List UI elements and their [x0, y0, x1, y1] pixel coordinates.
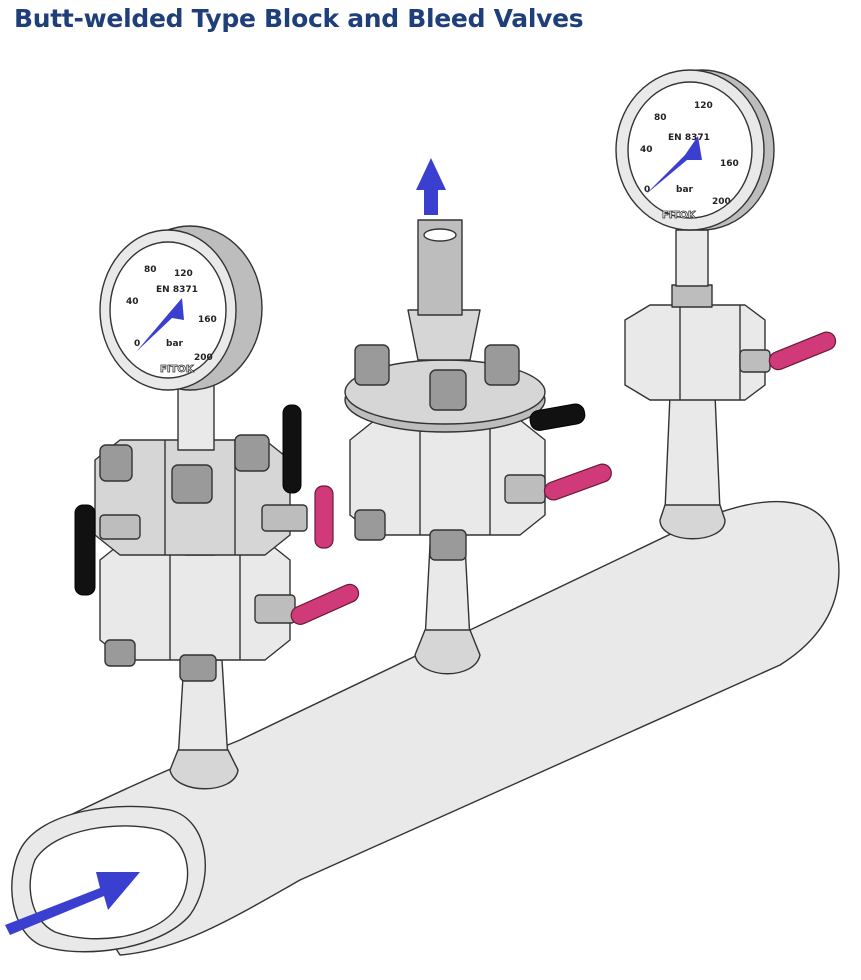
svg-text:bar: bar [676, 185, 694, 195]
svg-text:0: 0 [644, 185, 650, 195]
svg-text:120: 120 [694, 101, 713, 111]
left-pressure-gauge: 0 40 80 120 160 200 EN 8371 bar FITOK [99, 225, 263, 391]
right-pressure-gauge: 0 40 80 120 160 200 EN 8371 bar FITOK [615, 69, 775, 231]
svg-text:FITOK: FITOK [160, 364, 195, 375]
svg-text:0: 0 [134, 339, 140, 349]
svg-text:EN 8371: EN 8371 [668, 133, 710, 143]
flow-outlet-arrow [416, 158, 446, 215]
svg-text:200: 200 [194, 353, 213, 363]
page-title: Butt-welded Type Block and Bleed Valves [14, 4, 584, 33]
svg-text:160: 160 [198, 315, 217, 325]
gauge-needle [645, 136, 702, 195]
left-valve-assembly [74, 379, 360, 790]
svg-text:FITOK: FITOK [662, 210, 697, 221]
flow-inlet-arrow [5, 872, 140, 935]
svg-text:80: 80 [654, 113, 667, 123]
svg-text:80: 80 [144, 265, 157, 275]
svg-text:40: 40 [126, 297, 139, 307]
svg-text:120: 120 [174, 269, 193, 279]
gauge-needle [136, 298, 184, 352]
middle-valve-assembly [344, 219, 612, 675]
right-valve-assembly [624, 229, 837, 540]
svg-text:200: 200 [712, 197, 731, 207]
svg-text:bar: bar [166, 339, 184, 349]
svg-text:EN 8371: EN 8371 [156, 285, 198, 295]
svg-text:160: 160 [720, 159, 739, 169]
svg-text:40: 40 [640, 145, 653, 155]
